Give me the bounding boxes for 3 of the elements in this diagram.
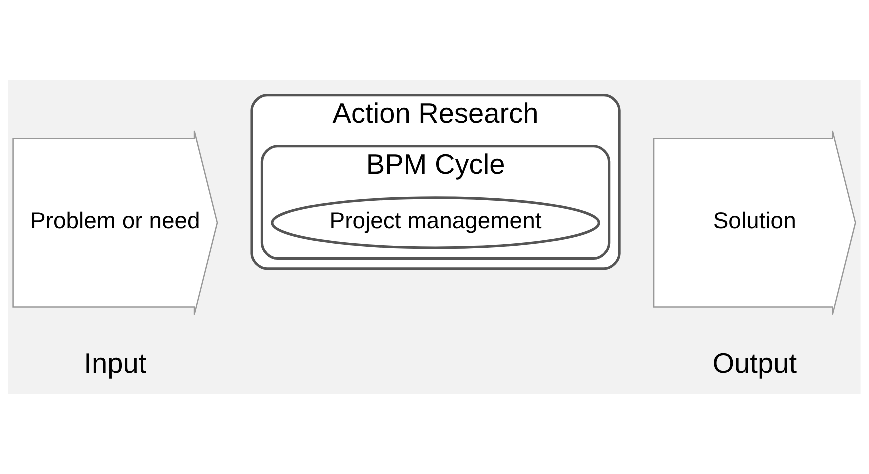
node-label: Input — [84, 348, 147, 380]
node-ellipse: Project management — [271, 196, 600, 250]
node-label: Output — [712, 348, 798, 380]
